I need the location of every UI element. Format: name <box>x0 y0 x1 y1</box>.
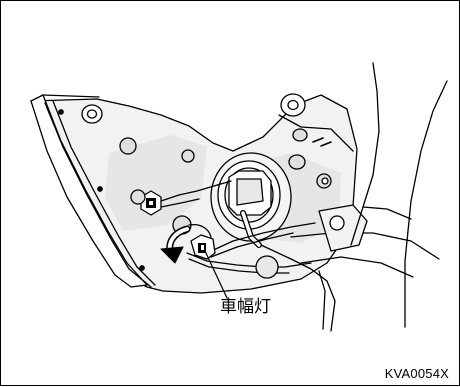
wire-harness <box>186 204 440 332</box>
lens-bezel <box>30 94 156 288</box>
figure-code: KVA0054X <box>384 366 449 381</box>
mounting-bosses <box>81 93 354 189</box>
callout-leader <box>204 250 228 299</box>
callout-label: 車幅灯 <box>220 297 271 317</box>
rotation-arrow-icon <box>160 223 212 264</box>
headlamp-bulb-socket <box>210 152 292 248</box>
side-marker-socket <box>190 234 216 260</box>
body-panel-edge <box>350 62 448 328</box>
